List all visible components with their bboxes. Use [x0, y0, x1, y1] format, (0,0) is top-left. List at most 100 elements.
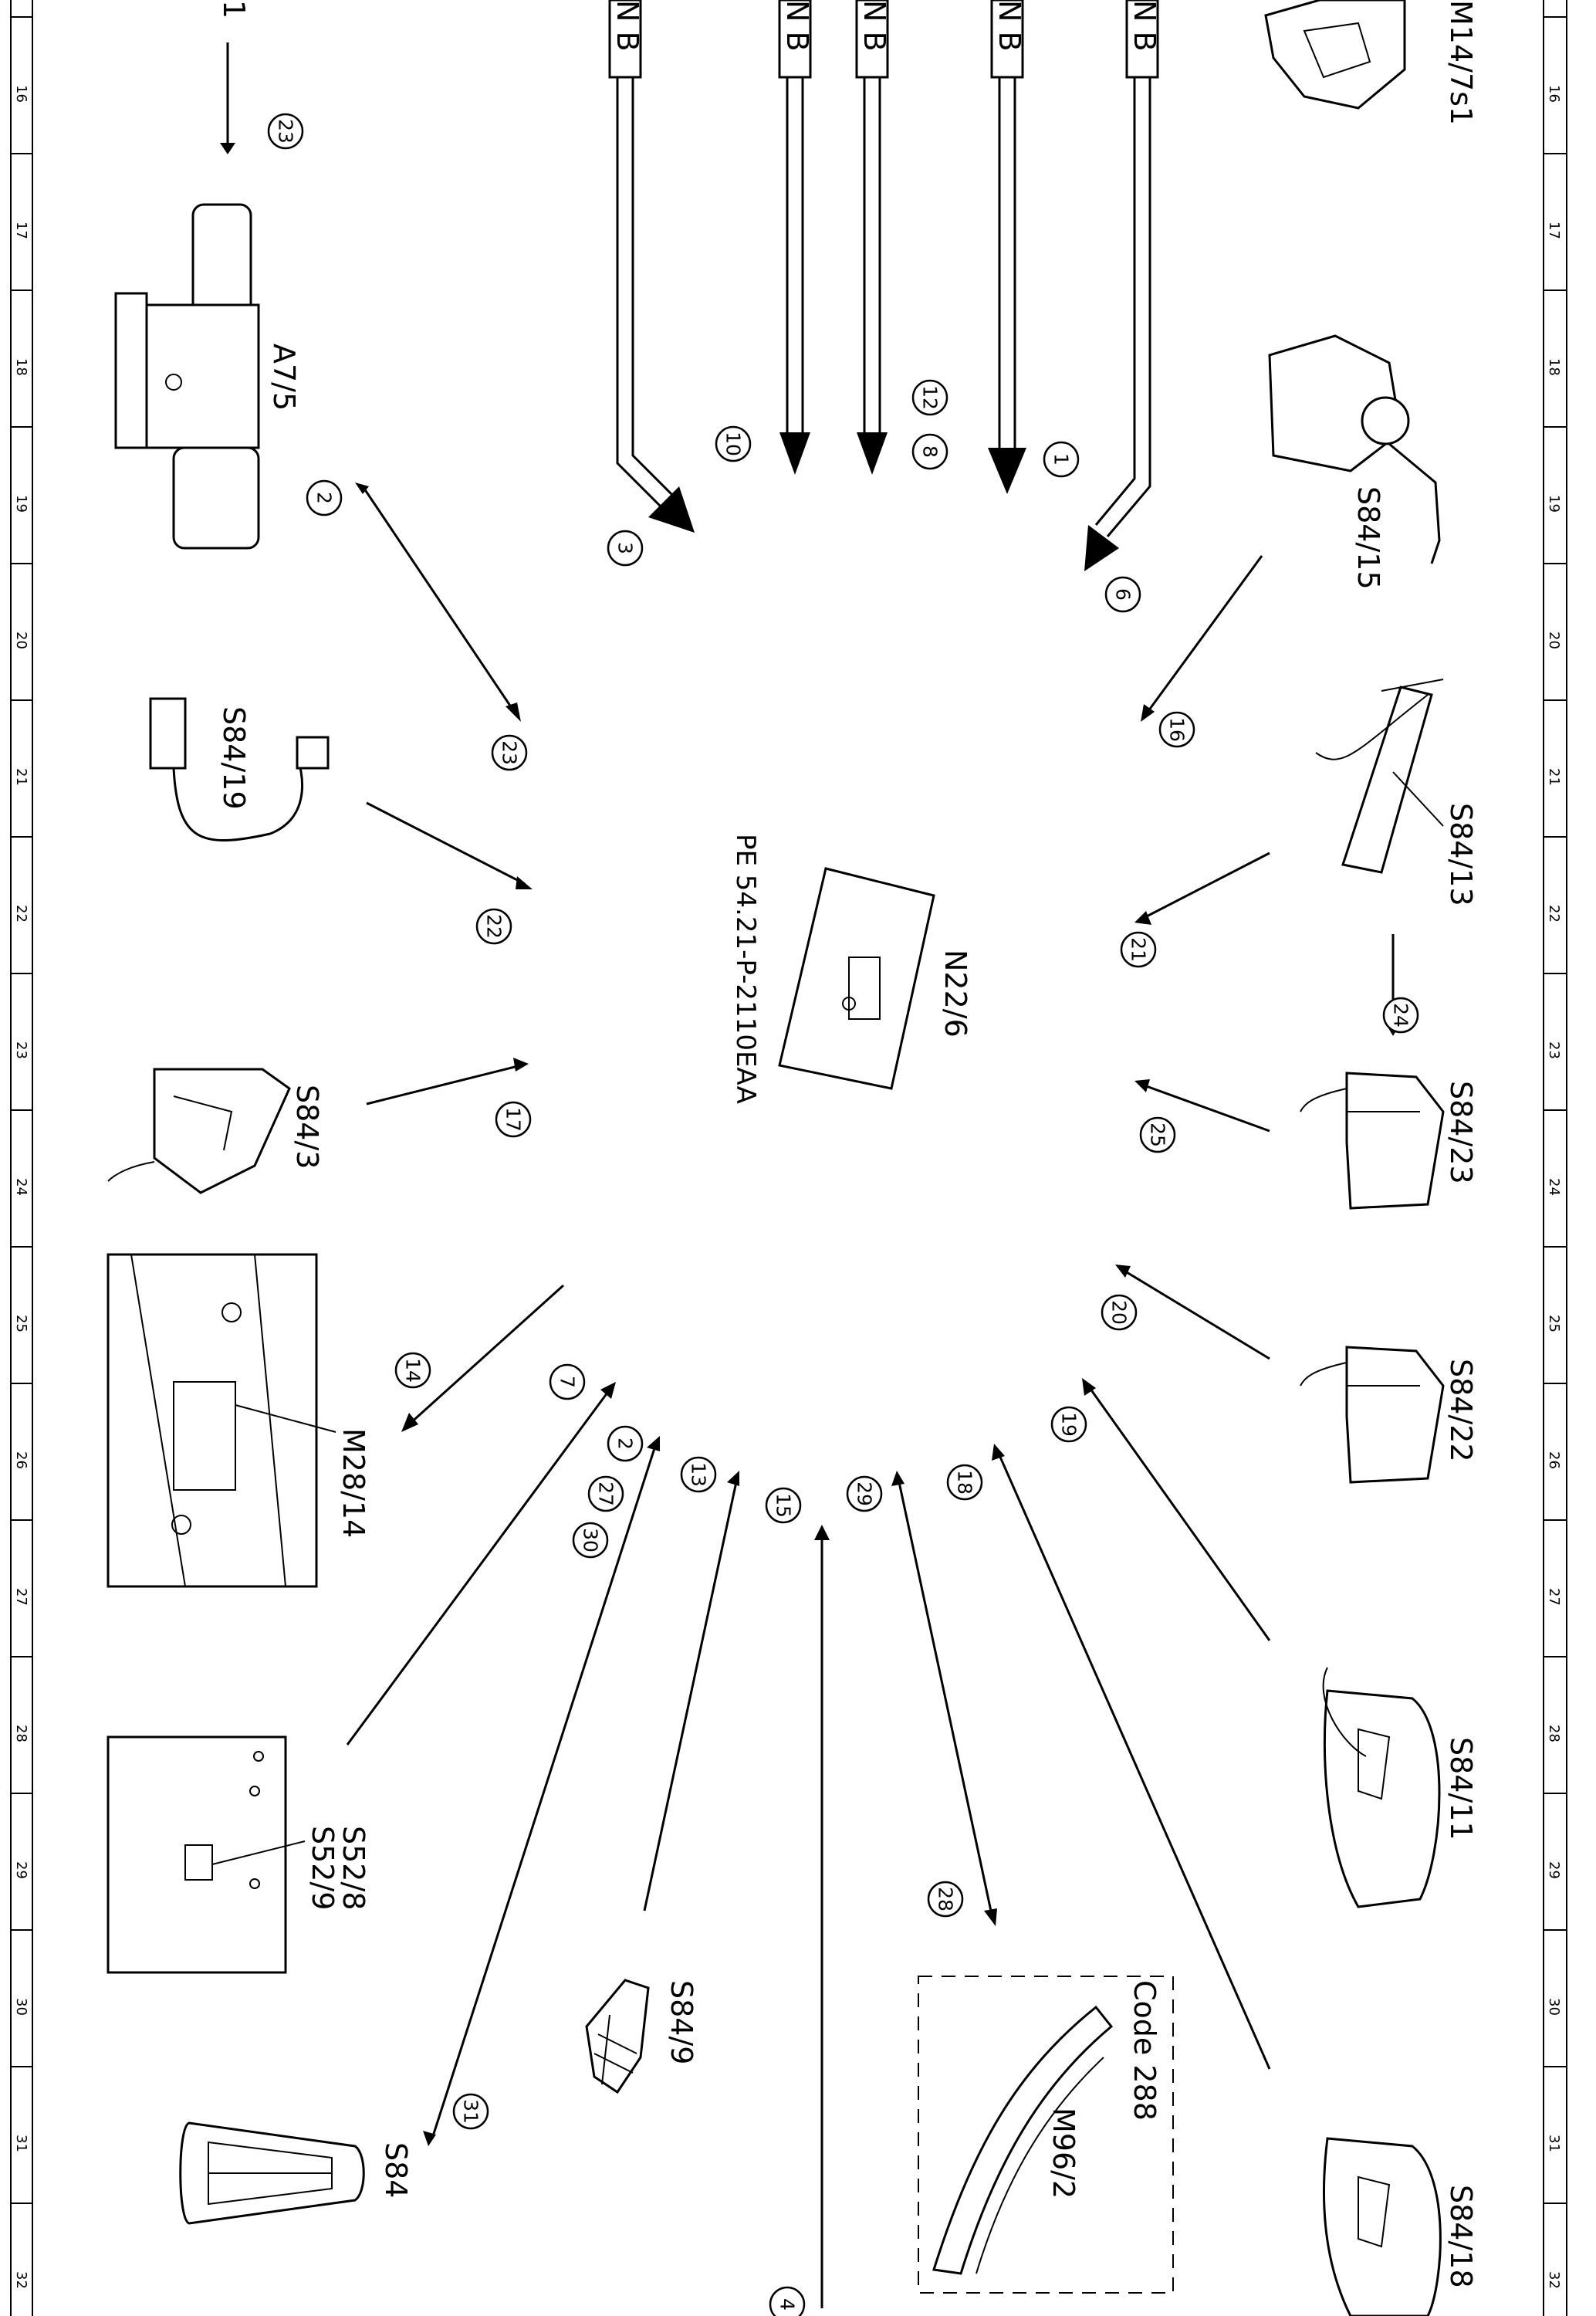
callout-circle — [1120, 931, 1157, 968]
callout-number: 30 — [580, 1528, 602, 1552]
label-m96-2: M96/2 — [1047, 2108, 1080, 2199]
component-s52 — [107, 1735, 306, 1974]
ruler-tick-label: 21 — [1546, 768, 1562, 786]
ruler-tick-label: 31 — [1546, 2135, 1562, 2152]
label-s52-9: S52/9 — [306, 1826, 340, 1910]
callout-circle — [769, 2286, 806, 2316]
component-s84-15 — [1268, 334, 1441, 564]
callout-circle — [491, 734, 528, 771]
bus-box-3 — [855, 0, 889, 79]
ruler-tick-label: 22 — [1546, 905, 1562, 923]
label-s84-15: S84/15 — [1351, 486, 1385, 590]
ruler-tick-label: 26 — [1546, 1451, 1562, 1469]
label-s84-3: S84/3 — [290, 1085, 324, 1169]
callout-circle — [946, 1464, 983, 1501]
callout-circle — [306, 479, 343, 516]
callout-circle — [765, 1487, 802, 1524]
ruler-tick-label: 22 — [13, 905, 29, 923]
ruler-tick-label: 16 — [1546, 85, 1562, 103]
ruler-tick-label: 19 — [13, 495, 29, 513]
ruler-tick-label: 26 — [13, 1451, 29, 1469]
label-s84: S84 — [379, 2142, 413, 2198]
component-s84 — [179, 2121, 365, 2225]
callout-circle — [394, 1352, 431, 1389]
ruler-tick-label: 16 — [13, 85, 29, 103]
callout-number: 10 — [722, 432, 745, 456]
callout-circle — [267, 113, 304, 150]
ruler-tick-label: 23 — [1546, 1041, 1562, 1059]
callout-circle — [911, 433, 948, 470]
callout-circle — [607, 1425, 644, 1462]
callout-number: 8 — [919, 445, 942, 458]
callout-number: 15 — [773, 1493, 795, 1518]
label-a7-5: A7/5 — [267, 344, 301, 411]
label-s52-8: S52/8 — [336, 1826, 370, 1910]
bus-code-2: N B — [780, 0, 814, 52]
callout-number: 1 — [1050, 453, 1073, 466]
bus-box-4 — [990, 0, 1024, 79]
label-m14-7s1: M14/7s1 — [1444, 0, 1478, 125]
bus-box-1 — [608, 0, 642, 79]
component-labels: A7/5 S84/19 N22/6 PE 54.21-P-2110EAA S84… — [217, 0, 1478, 2288]
callout-number: 22 — [483, 914, 506, 939]
callout-circle — [1101, 1294, 1138, 1331]
ruler-tick-label: 30 — [13, 1998, 29, 2016]
ruler-tick-label: 25 — [13, 1315, 29, 1332]
callout-number: 31 — [460, 2099, 482, 2124]
callout-number: 23 — [499, 740, 521, 765]
callout-circle — [1043, 441, 1080, 478]
connector-arrows — [220, 42, 1401, 2308]
ruler-tick-label: 19 — [1546, 495, 1562, 513]
label-pe-reference: PE 54.21-P-2110EAA — [730, 834, 761, 1104]
callout-circle — [549, 1363, 586, 1400]
callout-circle — [927, 1881, 964, 1918]
label-s84-22: S84/22 — [1444, 1359, 1478, 1462]
left-ruler — [10, 0, 33, 2316]
ruler-tick-label: 24 — [13, 1178, 29, 1196]
bus-box-2 — [778, 0, 812, 79]
bus-code-5: N B — [1128, 0, 1161, 52]
bus-code-4: N B — [992, 0, 1026, 52]
ruler-tick-label: 20 — [13, 631, 29, 649]
callout-number: 2 — [614, 1437, 637, 1450]
right-ruler — [1543, 0, 1567, 2316]
ruler-tick-label: 32 — [13, 2271, 29, 2289]
callout-number: 14 — [402, 1358, 424, 1383]
component-s84-3 — [107, 1068, 291, 1194]
callout-circle — [607, 530, 644, 567]
component-s84-23 — [1300, 1072, 1445, 1210]
bus-box-5 — [1125, 0, 1159, 79]
ruler-tick-label: 29 — [13, 1861, 29, 1879]
callout-circle — [911, 379, 948, 416]
label-s84-11: S84/11 — [1444, 1737, 1478, 1840]
bus-code-1: N B — [610, 0, 644, 52]
callout-number: 25 — [1147, 1122, 1169, 1147]
bus-arrows: N B N B N B N B N B — [608, 0, 1161, 571]
ruler-tick-label: 30 — [1546, 1998, 1562, 2016]
component-a7-5 — [114, 203, 260, 550]
ruler-tick-label: 17 — [1546, 222, 1562, 239]
ruler-tick-label: 24 — [1546, 1178, 1562, 1196]
ruler-tick-label: 20 — [1546, 631, 1562, 649]
callout-number: 23 — [275, 119, 297, 144]
callout-number: 13 — [688, 1462, 710, 1487]
bus-code-3: N B — [857, 0, 891, 52]
ruler-tick-label: 28 — [13, 1725, 29, 1742]
component-m96-2 — [918, 1976, 1174, 2294]
callout-number: 29 — [854, 1481, 876, 1506]
callout-number: 19 — [1058, 1412, 1080, 1437]
label-s84-13: S84/13 — [1444, 803, 1478, 906]
ruler-tick-label: 25 — [1546, 1315, 1562, 1332]
callout-number: 7 — [556, 1376, 579, 1388]
ruler-tick-label: 18 — [13, 358, 29, 376]
callout-number: 12 — [919, 385, 942, 410]
label-corner: 1 — [217, 0, 251, 19]
callout-number: 18 — [954, 1470, 976, 1495]
callout-circle — [846, 1475, 883, 1512]
callout-number: 28 — [935, 1887, 957, 1911]
callout-number: 2 — [313, 492, 336, 504]
callout-circle — [1382, 997, 1419, 1034]
